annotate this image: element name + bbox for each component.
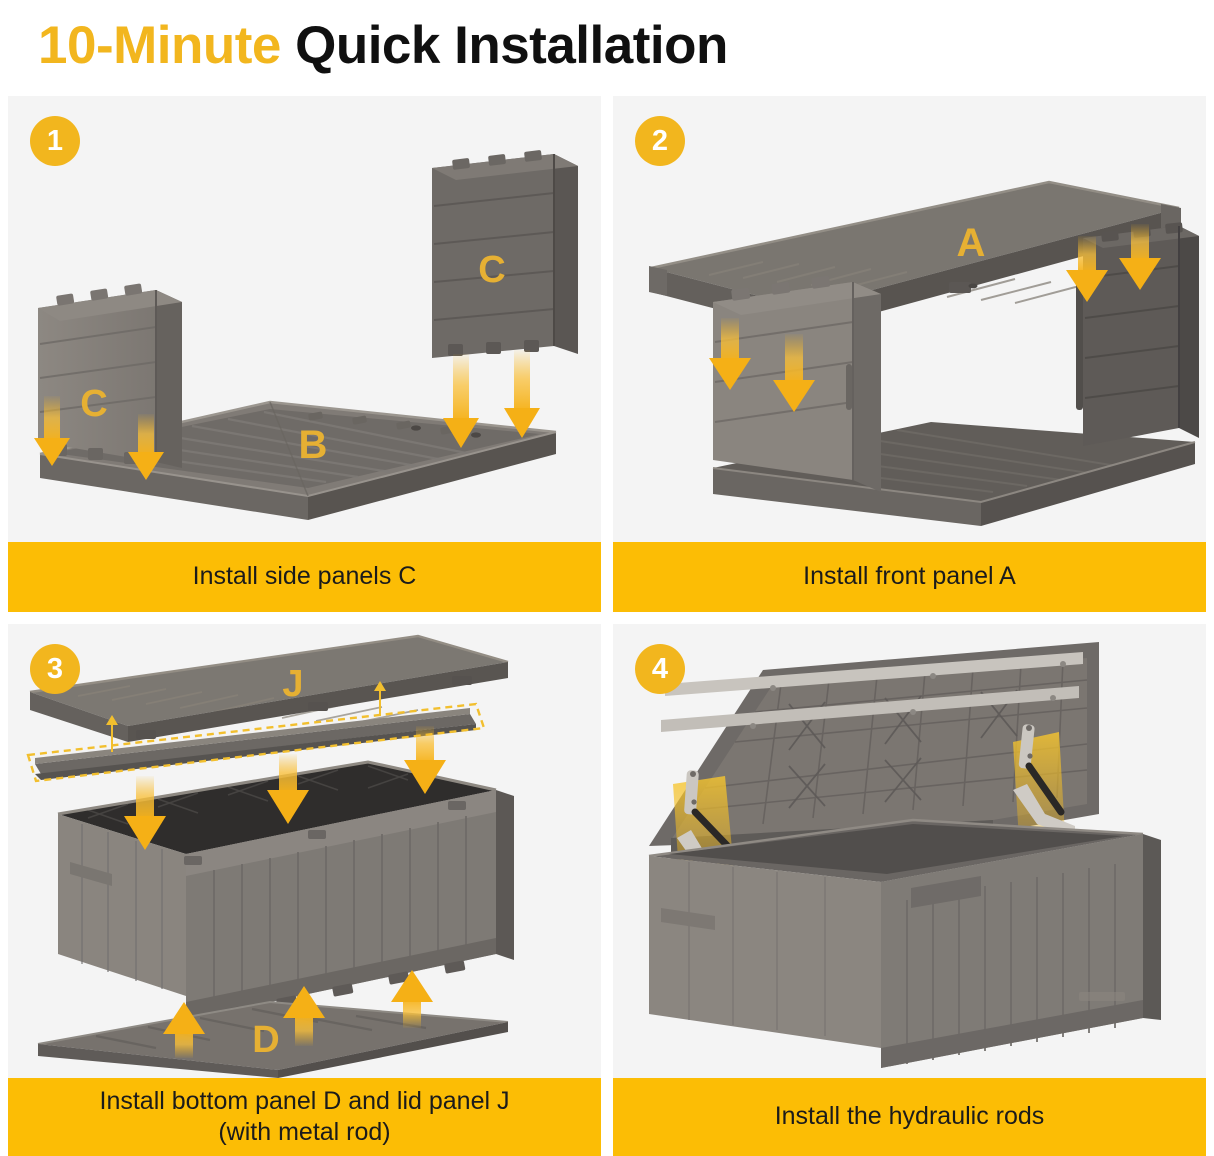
- step-1-illustration: B: [8, 96, 601, 542]
- open-lid: [649, 642, 1099, 860]
- step-number-badge-4: 4: [635, 644, 685, 694]
- rod-fit-arrows: [106, 681, 386, 752]
- step-number-badge-2: 2: [635, 116, 685, 166]
- side-panel-c-left: C: [38, 283, 182, 468]
- arrow-down-3: [1066, 236, 1108, 302]
- arrow-up-1: [163, 1002, 205, 1058]
- base-panel-b: B: [39, 400, 557, 520]
- step-3-illustration: J: [8, 624, 601, 1078]
- step-4-svg: [648, 642, 1161, 1068]
- step-caption-3-line1: Install bottom panel D and lid panel J: [99, 1086, 510, 1115]
- arrow-up-3: [391, 970, 433, 1028]
- assembly-arrows-2: [709, 224, 1161, 412]
- arrow-down-2: [267, 754, 309, 824]
- part-label-c-left: C: [80, 383, 107, 425]
- arrow-down-1: [124, 776, 166, 850]
- part-label-j: J: [282, 663, 303, 705]
- step-card-4: 4 Install the hydraulic rods: [613, 624, 1206, 1156]
- assembly-arrows: [34, 350, 540, 480]
- step-caption-4: Install the hydraulic rods: [613, 1078, 1206, 1156]
- bottom-panel-d: D: [37, 1000, 509, 1078]
- step-number-badge-3: 3: [30, 644, 80, 694]
- step-caption-3-line2: (with metal rod): [218, 1118, 391, 1146]
- page-title: 10-Minute Quick Installation: [0, 0, 1214, 90]
- arrow-down-3: [443, 354, 479, 448]
- assembled-base-with-sides: [712, 222, 1199, 526]
- assembly-arrows-3: [124, 726, 446, 1058]
- arrow-down-1: [34, 396, 70, 466]
- part-label-b: B: [299, 423, 328, 467]
- title-rest-text: Quick Installation: [295, 15, 728, 75]
- part-label-c-right: C: [478, 249, 505, 291]
- lid-panel-j: J: [29, 634, 509, 742]
- arrow-down-2: [773, 334, 815, 412]
- brand-emboss: [1079, 992, 1125, 1001]
- side-panel-c-right: C: [432, 150, 578, 358]
- step-card-3: J: [8, 624, 601, 1156]
- arrow-down-1: [709, 318, 751, 390]
- metal-bar-icon: [661, 686, 1079, 732]
- arrow-up-2: [283, 986, 325, 1046]
- step-card-2: A: [613, 96, 1206, 612]
- front-handle-icon: [911, 876, 981, 908]
- step-2-svg: A: [649, 180, 1199, 526]
- metal-bar-icon-2: [665, 652, 1083, 696]
- side-handle-icon: [661, 908, 715, 930]
- step-2-illustration: A: [613, 96, 1206, 542]
- box-body-closed: [648, 818, 1161, 1068]
- title-rest: [281, 16, 295, 75]
- box-body: [57, 760, 514, 1020]
- dashed-outline-icon: [26, 702, 486, 783]
- step-3-svg: J: [26, 634, 514, 1078]
- step-caption-2: Install front panel A: [613, 542, 1206, 612]
- arrow-down-2: [128, 414, 164, 480]
- title-text: 10-Minute Quick Installation: [38, 19, 728, 72]
- step-number-badge-1: 1: [30, 116, 80, 166]
- hydraulic-rod-right: [1013, 724, 1075, 838]
- arrow-down-4: [1119, 224, 1161, 290]
- step-card-1: B: [8, 96, 601, 612]
- title-highlight: 10-Minute: [38, 15, 281, 75]
- part-label-d: D: [252, 1019, 279, 1061]
- step-4-illustration: 4: [613, 624, 1206, 1078]
- metal-rod-highlight: [26, 702, 486, 783]
- arrow-down-3: [404, 726, 446, 794]
- part-label-a: A: [957, 221, 986, 265]
- step-1-svg: B: [34, 150, 578, 520]
- step-caption-1: Install side panels C: [8, 542, 601, 612]
- step-caption-3: Install bottom panel D and lid panel J (w…: [8, 1078, 601, 1156]
- steps-grid: B: [8, 96, 1206, 1156]
- arrow-down-4: [504, 350, 540, 438]
